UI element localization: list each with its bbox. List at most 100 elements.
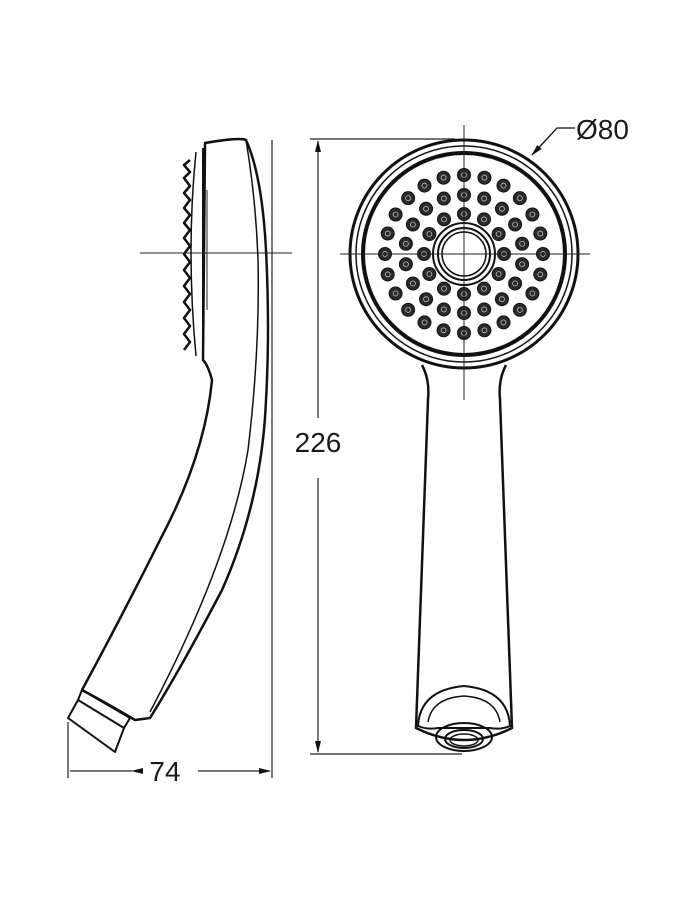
nozzle-hole (529, 211, 536, 218)
side-view-centerlines (140, 190, 292, 310)
nozzle-hole (516, 306, 523, 313)
nozzle (401, 191, 416, 206)
nozzle-hole (421, 319, 428, 326)
nozzle (515, 257, 530, 272)
nozzle (491, 227, 506, 241)
nozzle-hole (384, 230, 391, 237)
nozzle (380, 267, 395, 282)
nozzle (533, 226, 548, 241)
side-view-connector (67, 689, 131, 753)
nozzle (477, 212, 491, 227)
nozzle-hole (519, 240, 526, 247)
nozzle (388, 207, 403, 222)
nozzle (494, 201, 509, 216)
nozzle (508, 217, 523, 232)
width-dimension-label: 74 (149, 756, 180, 787)
front-view-handle (414, 364, 514, 742)
nozzle-hole (519, 261, 526, 268)
nozzle (477, 323, 492, 338)
diameter-label: Ø80 (576, 114, 629, 145)
diameter-leader (531, 127, 575, 156)
nozzle-hole (426, 231, 433, 237)
nozzle (512, 302, 527, 317)
nozzle (417, 178, 432, 193)
nozzle-hole (440, 174, 447, 181)
nozzle-hole (500, 182, 507, 189)
nozzle-hole (500, 319, 507, 326)
nozzle-hole (481, 285, 487, 292)
nozzle-hole (426, 271, 433, 277)
nozzle (515, 236, 530, 251)
front-view-connector-nut (435, 722, 493, 752)
nozzle (422, 267, 437, 281)
nozzle-hole (441, 285, 447, 292)
nozzle (436, 323, 451, 338)
nozzle-hole (392, 211, 399, 218)
nozzle-hole (441, 216, 447, 223)
nozzle (437, 212, 451, 227)
nozzle-hole (405, 306, 412, 313)
nozzle-hole (481, 306, 488, 313)
nozzle (419, 201, 434, 216)
nozzle (525, 286, 540, 301)
nozzle (477, 281, 491, 296)
nozzle-hole (537, 230, 544, 237)
nozzle (533, 267, 548, 282)
nozzle-hole (512, 221, 518, 228)
nozzle (436, 170, 451, 185)
nozzle-hole (499, 296, 505, 303)
nozzle (436, 191, 451, 206)
nozzle (401, 302, 416, 317)
nozzle-hole (423, 205, 429, 212)
front-view-centerlines (340, 125, 590, 400)
nozzle (508, 276, 523, 291)
nozzle (477, 191, 492, 206)
nozzle-hole (495, 231, 502, 237)
nozzle-hole (512, 280, 518, 287)
nozzle-hole (440, 306, 447, 313)
nozzle-hole (421, 182, 428, 189)
side-view-nozzles (182, 159, 192, 351)
front-view-connector-collar (416, 684, 512, 730)
side-view-face-inner (190, 151, 197, 357)
front-view-nozzles (378, 168, 550, 340)
nozzle-hole (481, 327, 488, 334)
nozzle-hole (440, 195, 447, 202)
nozzle-hole (405, 195, 412, 202)
nozzle-hole (410, 221, 416, 228)
nozzle-hole (481, 195, 488, 202)
nozzle (477, 302, 492, 317)
width-dimension (67, 140, 273, 778)
nozzle (477, 170, 492, 185)
nozzle (405, 276, 420, 291)
nozzle (491, 267, 506, 281)
height-dimension-label: 226 (295, 427, 342, 458)
nozzle (417, 315, 432, 330)
nozzle (422, 227, 437, 241)
side-view (67, 137, 270, 753)
nozzle-hole (384, 271, 391, 278)
nozzle (388, 286, 403, 301)
nozzle-hole (516, 195, 523, 202)
nozzle-hole (440, 327, 447, 334)
nozzle (436, 302, 451, 317)
nozzle-hole (499, 205, 505, 212)
nozzle-hole (481, 174, 488, 181)
nozzle (496, 178, 511, 193)
nozzle (380, 226, 395, 241)
nozzle-hole (423, 296, 429, 303)
nozzle (496, 315, 511, 330)
nozzle-hole (402, 240, 409, 247)
nozzle (419, 292, 434, 307)
nozzle-hole (402, 261, 409, 268)
nozzle (398, 236, 413, 251)
nozzle-hole (481, 216, 487, 223)
nozzle-hole (537, 271, 544, 278)
nozzle (398, 257, 413, 272)
side-view-body-outline (80, 137, 270, 722)
nozzle-hole (529, 290, 536, 297)
nozzle-hole (410, 280, 416, 287)
nozzle (405, 217, 420, 232)
side-view-inner-contour (149, 139, 260, 713)
